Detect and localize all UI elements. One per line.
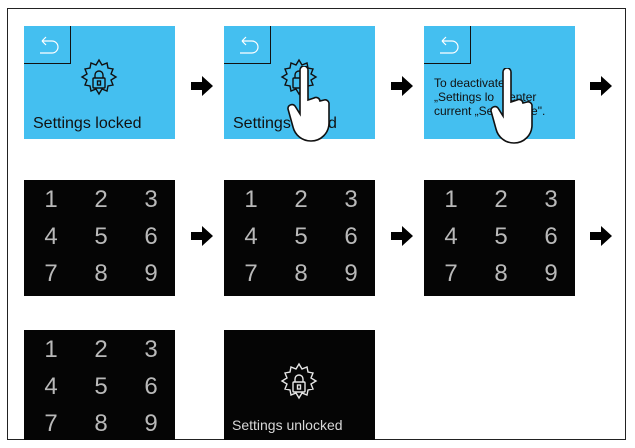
keypad-key-3[interactable]: 3 [144, 186, 158, 213]
message-line2a: „Settings lo [434, 90, 495, 104]
keypad-key-5[interactable]: 5 [494, 223, 508, 250]
keypad-key-1[interactable]: 1 [244, 186, 258, 213]
keypad-key-4[interactable]: 4 [44, 373, 58, 400]
keypad-key-2[interactable]: 2 [94, 186, 108, 213]
keypad-key-4[interactable]: 4 [44, 223, 58, 250]
settings-locked-label: Settings locked [33, 115, 142, 132]
back-arrow-icon [40, 36, 59, 54]
keypad-key-9[interactable]: 9 [544, 260, 558, 287]
keypad-key-6[interactable]: 6 [544, 223, 558, 250]
screen-keypad-1: 1 2 3 4 5 6 7 8 9 [24, 180, 175, 296]
settings-label-partial: Settings [233, 115, 291, 132]
keypad-key-6[interactable]: 6 [144, 373, 158, 400]
keypad-key-2[interactable]: 2 [494, 186, 508, 213]
keypad-key-2[interactable]: 2 [294, 186, 308, 213]
back-arrow-icon [240, 36, 259, 54]
hand-pointer-icon [287, 66, 330, 142]
back-button[interactable] [424, 26, 471, 64]
keypad-key-6[interactable]: 6 [344, 223, 358, 250]
keypad-key-4[interactable]: 4 [244, 223, 258, 250]
keypad-key-3[interactable]: 3 [144, 336, 158, 363]
right-arrow-icon [191, 76, 213, 96]
keypad-key-3[interactable]: 3 [344, 186, 358, 213]
keypad-key-4[interactable]: 4 [444, 223, 458, 250]
keypad-key-7[interactable]: 7 [44, 260, 58, 287]
keypad-key-8[interactable]: 8 [494, 260, 508, 287]
keypad-key-7[interactable]: 7 [244, 260, 258, 287]
keypad-key-7[interactable]: 7 [444, 260, 458, 287]
message-line1: To deactivate [434, 76, 505, 90]
message-line3a: current „Set [434, 104, 497, 118]
keypad-key-5[interactable]: 5 [94, 373, 108, 400]
keypad-key-8[interactable]: 8 [94, 410, 108, 437]
right-arrow-icon [391, 226, 413, 246]
gear-lock-icon [80, 58, 118, 96]
back-button[interactable] [224, 26, 271, 64]
settings-label-suffix: d [328, 115, 337, 132]
settings-unlocked-label: Settings unlocked [232, 417, 343, 433]
gear-lock-icon [280, 362, 318, 400]
screen-settings-locked: Settings locked [24, 26, 175, 139]
screen-keypad-3: 1 2 3 4 5 6 7 8 9 [424, 180, 575, 296]
back-button[interactable] [24, 26, 71, 64]
keypad-key-3[interactable]: 3 [544, 186, 558, 213]
keypad-key-8[interactable]: 8 [94, 260, 108, 287]
keypad-key-8[interactable]: 8 [294, 260, 308, 287]
keypad-key-1[interactable]: 1 [44, 186, 58, 213]
keypad-key-5[interactable]: 5 [94, 223, 108, 250]
keypad-key-7[interactable]: 7 [44, 410, 58, 437]
hand-pointer-icon [490, 68, 533, 144]
keypad-key-9[interactable]: 9 [144, 260, 158, 287]
screen-keypad-2: 1 2 3 4 5 6 7 8 9 [224, 180, 375, 296]
right-arrow-icon [391, 76, 413, 96]
screen-keypad-4: 1 2 3 4 5 6 7 8 9 [24, 330, 175, 440]
right-arrow-icon [191, 226, 213, 246]
back-arrow-icon [440, 36, 459, 54]
right-arrow-icon [590, 226, 612, 246]
keypad-key-2[interactable]: 2 [94, 336, 108, 363]
right-arrow-icon [590, 76, 612, 96]
keypad-key-6[interactable]: 6 [144, 223, 158, 250]
keypad-key-1[interactable]: 1 [444, 186, 458, 213]
screen-settings-unlocked: Settings unlocked [224, 330, 375, 440]
keypad-key-1[interactable]: 1 [44, 336, 58, 363]
keypad-key-9[interactable]: 9 [344, 260, 358, 287]
keypad-key-9[interactable]: 9 [144, 410, 158, 437]
keypad-key-5[interactable]: 5 [294, 223, 308, 250]
